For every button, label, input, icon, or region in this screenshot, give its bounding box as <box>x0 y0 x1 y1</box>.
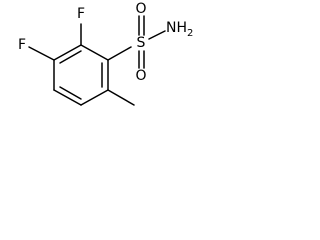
ring-bond-c4-c5 <box>53 89 82 106</box>
bond-c6-methyl <box>107 89 135 106</box>
ring-bond-c1-c2 <box>80 44 109 61</box>
bond-s-n <box>148 30 166 40</box>
molecule-diagram: F F S O O NH2 <box>18 1 193 106</box>
ring-double-bond-c2-c3 <box>59 50 82 64</box>
benzene-ring <box>53 44 109 106</box>
atom-label-amine-nh: NH <box>166 20 187 36</box>
atom-label-oxygen-top: O <box>135 1 146 17</box>
bond-c3-f <box>28 46 55 61</box>
atom-label-oxygen-bottom: O <box>135 68 146 84</box>
bond-c1-s <box>107 46 132 61</box>
atom-label-amine: NH2 <box>166 20 193 39</box>
ring-bond-c5-c6 <box>80 89 109 106</box>
ring-double-bond-c4-c5 <box>59 86 82 100</box>
atom-label-amine-subscript: 2 <box>187 28 193 39</box>
atom-label-fluorine-top: F <box>77 6 85 22</box>
atom-label-fluorine-left: F <box>18 37 26 53</box>
atom-label-sulfur: S <box>137 35 146 51</box>
ring-bond-c2-c3 <box>53 44 82 61</box>
